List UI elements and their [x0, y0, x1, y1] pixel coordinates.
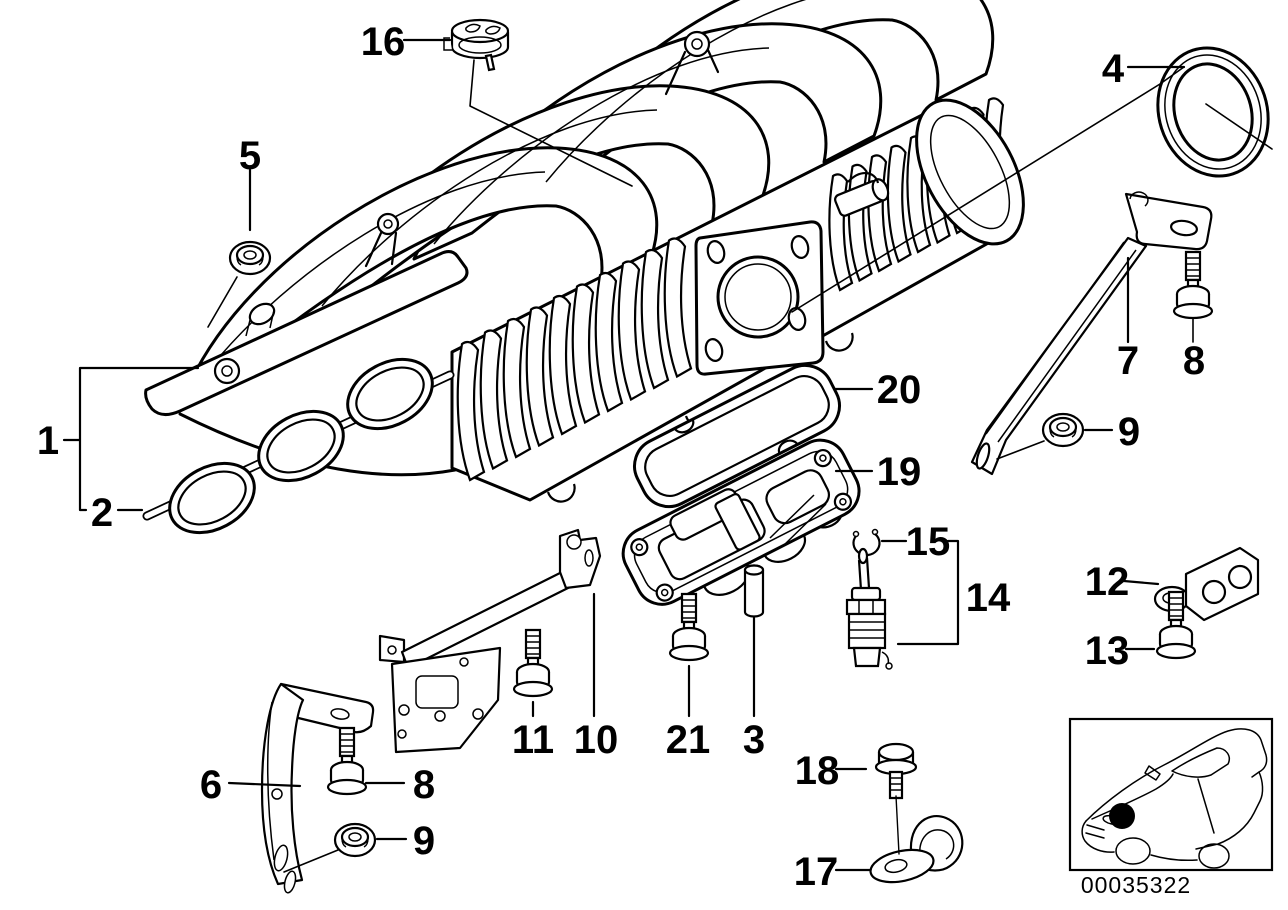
part-21-bolt [668, 592, 710, 662]
callout-7[interactable]: 7 [1117, 339, 1139, 383]
callout-4[interactable]: 4 [1102, 47, 1125, 91]
part-17-clamp [869, 815, 964, 884]
leader-lines [62, 38, 1273, 873]
callout-10[interactable]: 10 [574, 718, 619, 762]
part-11-bolt [512, 628, 554, 698]
part-14-temp-sensor [845, 547, 893, 670]
part-3-spacer [743, 564, 765, 618]
callout-8-left[interactable]: 8 [413, 763, 435, 807]
vehicle-inset: 00035322 [1068, 717, 1274, 898]
callout-20[interactable]: 20 [877, 368, 922, 412]
part-8-bolt-right [1172, 250, 1214, 320]
engine-location-dot [1109, 803, 1135, 829]
part-6-bracket [260, 682, 375, 894]
port-flange [144, 250, 469, 416]
part-9-nut-right [1041, 412, 1085, 448]
callout-8-right[interactable]: 8 [1183, 339, 1205, 383]
callout-18[interactable]: 18 [795, 749, 840, 793]
callout-17[interactable]: 17 [794, 850, 839, 894]
part-19-cover-assembly [621, 438, 861, 606]
manifold-tab-top [664, 30, 720, 96]
manifold-tab-left [364, 212, 400, 268]
callout-13[interactable]: 13 [1085, 629, 1130, 673]
part-20-gasket [633, 363, 841, 509]
callout-12[interactable]: 12 [1085, 560, 1130, 604]
callout-9-left[interactable]: 9 [413, 819, 435, 863]
callout-16[interactable]: 16 [361, 20, 406, 64]
intake-manifold-assembly [144, 0, 1025, 503]
callout-2[interactable]: 2 [91, 491, 113, 535]
part-5-nut [228, 240, 272, 276]
diagram-code: 00035322 [1081, 872, 1191, 898]
part-4-seal-ring [1156, 46, 1270, 178]
callout-21[interactable]: 21 [666, 718, 711, 762]
port-gaskets [168, 357, 434, 535]
throttle-bore [716, 255, 800, 339]
part-10-mounting-plate [378, 528, 602, 754]
callout-1[interactable]: 1 [37, 419, 59, 463]
callout-11[interactable]: 11 [512, 718, 554, 762]
callout-15[interactable]: 15 [906, 520, 951, 564]
vehicle-inset-box [1068, 717, 1274, 872]
callout-9-right[interactable]: 9 [1118, 410, 1140, 454]
callout-19[interactable]: 19 [877, 450, 922, 494]
plenum-end-cap [915, 98, 1025, 246]
throttle-flange [694, 220, 825, 376]
callout-6[interactable]: 6 [200, 763, 222, 807]
callouts: 1 2 16 5 4 7 8 9 20 19 15 14 12 13 11 10… [37, 20, 1205, 894]
part-16-cap [443, 18, 510, 72]
callout-14[interactable]: 14 [966, 576, 1011, 620]
part-9-nut-left [333, 822, 377, 858]
part-7-support-bracket [970, 191, 1213, 476]
vehicle-inset-car [1081, 728, 1268, 869]
part-18-bolt [874, 742, 918, 800]
callout-5[interactable]: 5 [239, 134, 261, 178]
part-8-bolt-left [326, 726, 368, 796]
callout-3[interactable]: 3 [743, 718, 765, 762]
